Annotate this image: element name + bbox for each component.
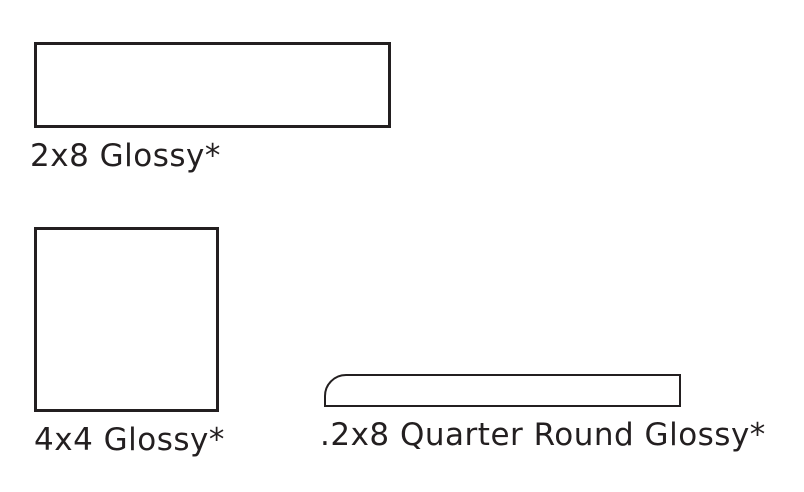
tile-2x8-outline [34, 42, 391, 128]
tile-2x8-label: 2x8 Glossy* [30, 138, 221, 174]
tile-quarter-round-label: .2x8 Quarter Round Glossy* [320, 417, 766, 453]
tile-4x4-label: 4x4 Glossy* [34, 422, 225, 458]
tile-quarter-round-outline [324, 374, 681, 407]
tile-4x4-outline [34, 227, 219, 412]
